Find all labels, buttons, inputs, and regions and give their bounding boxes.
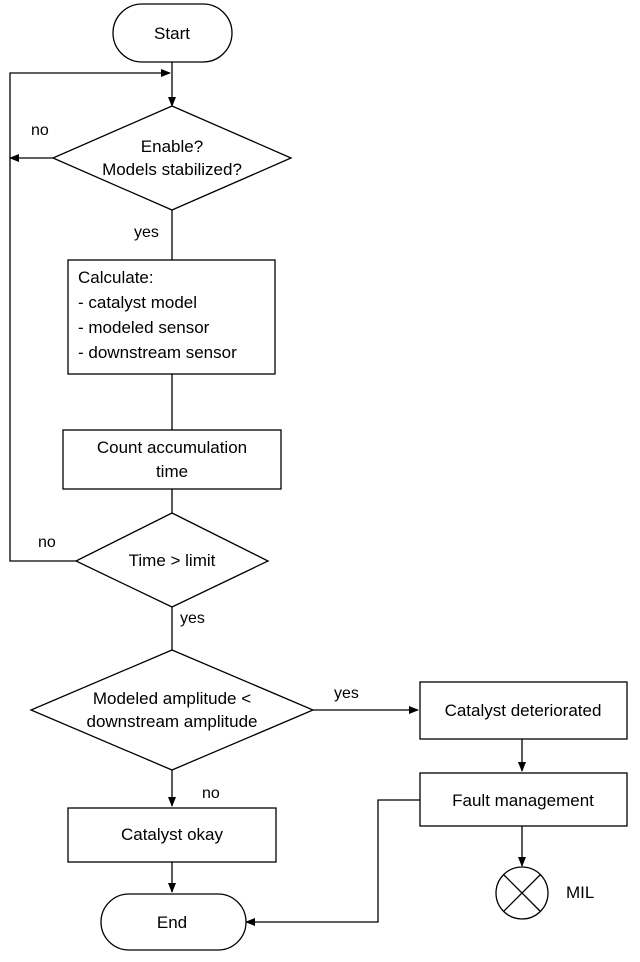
connectors (9, 62, 526, 926)
calculate-line-2: - catalyst model (78, 293, 197, 312)
end-label: End (157, 913, 187, 932)
calculate-line-3: - modeled sensor (78, 318, 210, 337)
decision-amplitude-label-line2: downstream amplitude (86, 712, 257, 731)
mil-lamp-icon (495, 866, 549, 920)
start-label: Start (154, 24, 190, 43)
catalyst-deteriorated-label: Catalyst deteriorated (445, 701, 602, 720)
mil-label: MIL (566, 883, 594, 902)
process-catalyst-okay: Catalyst okay (67, 807, 277, 863)
decision-amplitude-label-line1: Modeled amplitude < (93, 689, 251, 708)
decision-time-limit: Time > limit (74, 512, 270, 608)
end-terminal: End (100, 893, 247, 951)
decision-enable-label-line1: Enable? (141, 137, 203, 156)
edge-label-enable-yes: yes (134, 224, 159, 241)
edge-label-amplitude-no: no (202, 785, 220, 802)
process-fault-management: Fault management (419, 772, 628, 827)
connector-fault-to-end (245, 799, 420, 926)
edge-label-enable-no: no (31, 122, 49, 139)
calculate-line-4: - downstream sensor (78, 343, 237, 362)
edge-label-amplitude-yes: yes (334, 685, 359, 702)
calculate-line-1: Calculate: (78, 268, 154, 287)
count-label-line1: Count accumulation (97, 438, 247, 457)
decision-amplitude: Modeled amplitude < downstream amplitude (29, 649, 315, 771)
fault-management-label: Fault management (452, 791, 594, 810)
catalyst-okay-label: Catalyst okay (121, 825, 224, 844)
decision-enable-label-line2: Models stabilized? (102, 160, 242, 179)
connector-time-no-loop (9, 69, 171, 562)
process-count-accumulation: Count accumulation time (62, 429, 282, 490)
process-calculate: Calculate: - catalyst model - modeled se… (67, 259, 276, 375)
edge-label-time-no: no (38, 534, 56, 551)
count-label-line2: time (156, 462, 188, 481)
process-catalyst-deteriorated: Catalyst deteriorated (419, 681, 628, 740)
start-terminal: Start (112, 3, 233, 63)
decision-enable: Enable? Models stabilized? (51, 105, 293, 211)
decision-time-label: Time > limit (129, 551, 216, 570)
edge-label-time-yes: yes (180, 610, 205, 627)
